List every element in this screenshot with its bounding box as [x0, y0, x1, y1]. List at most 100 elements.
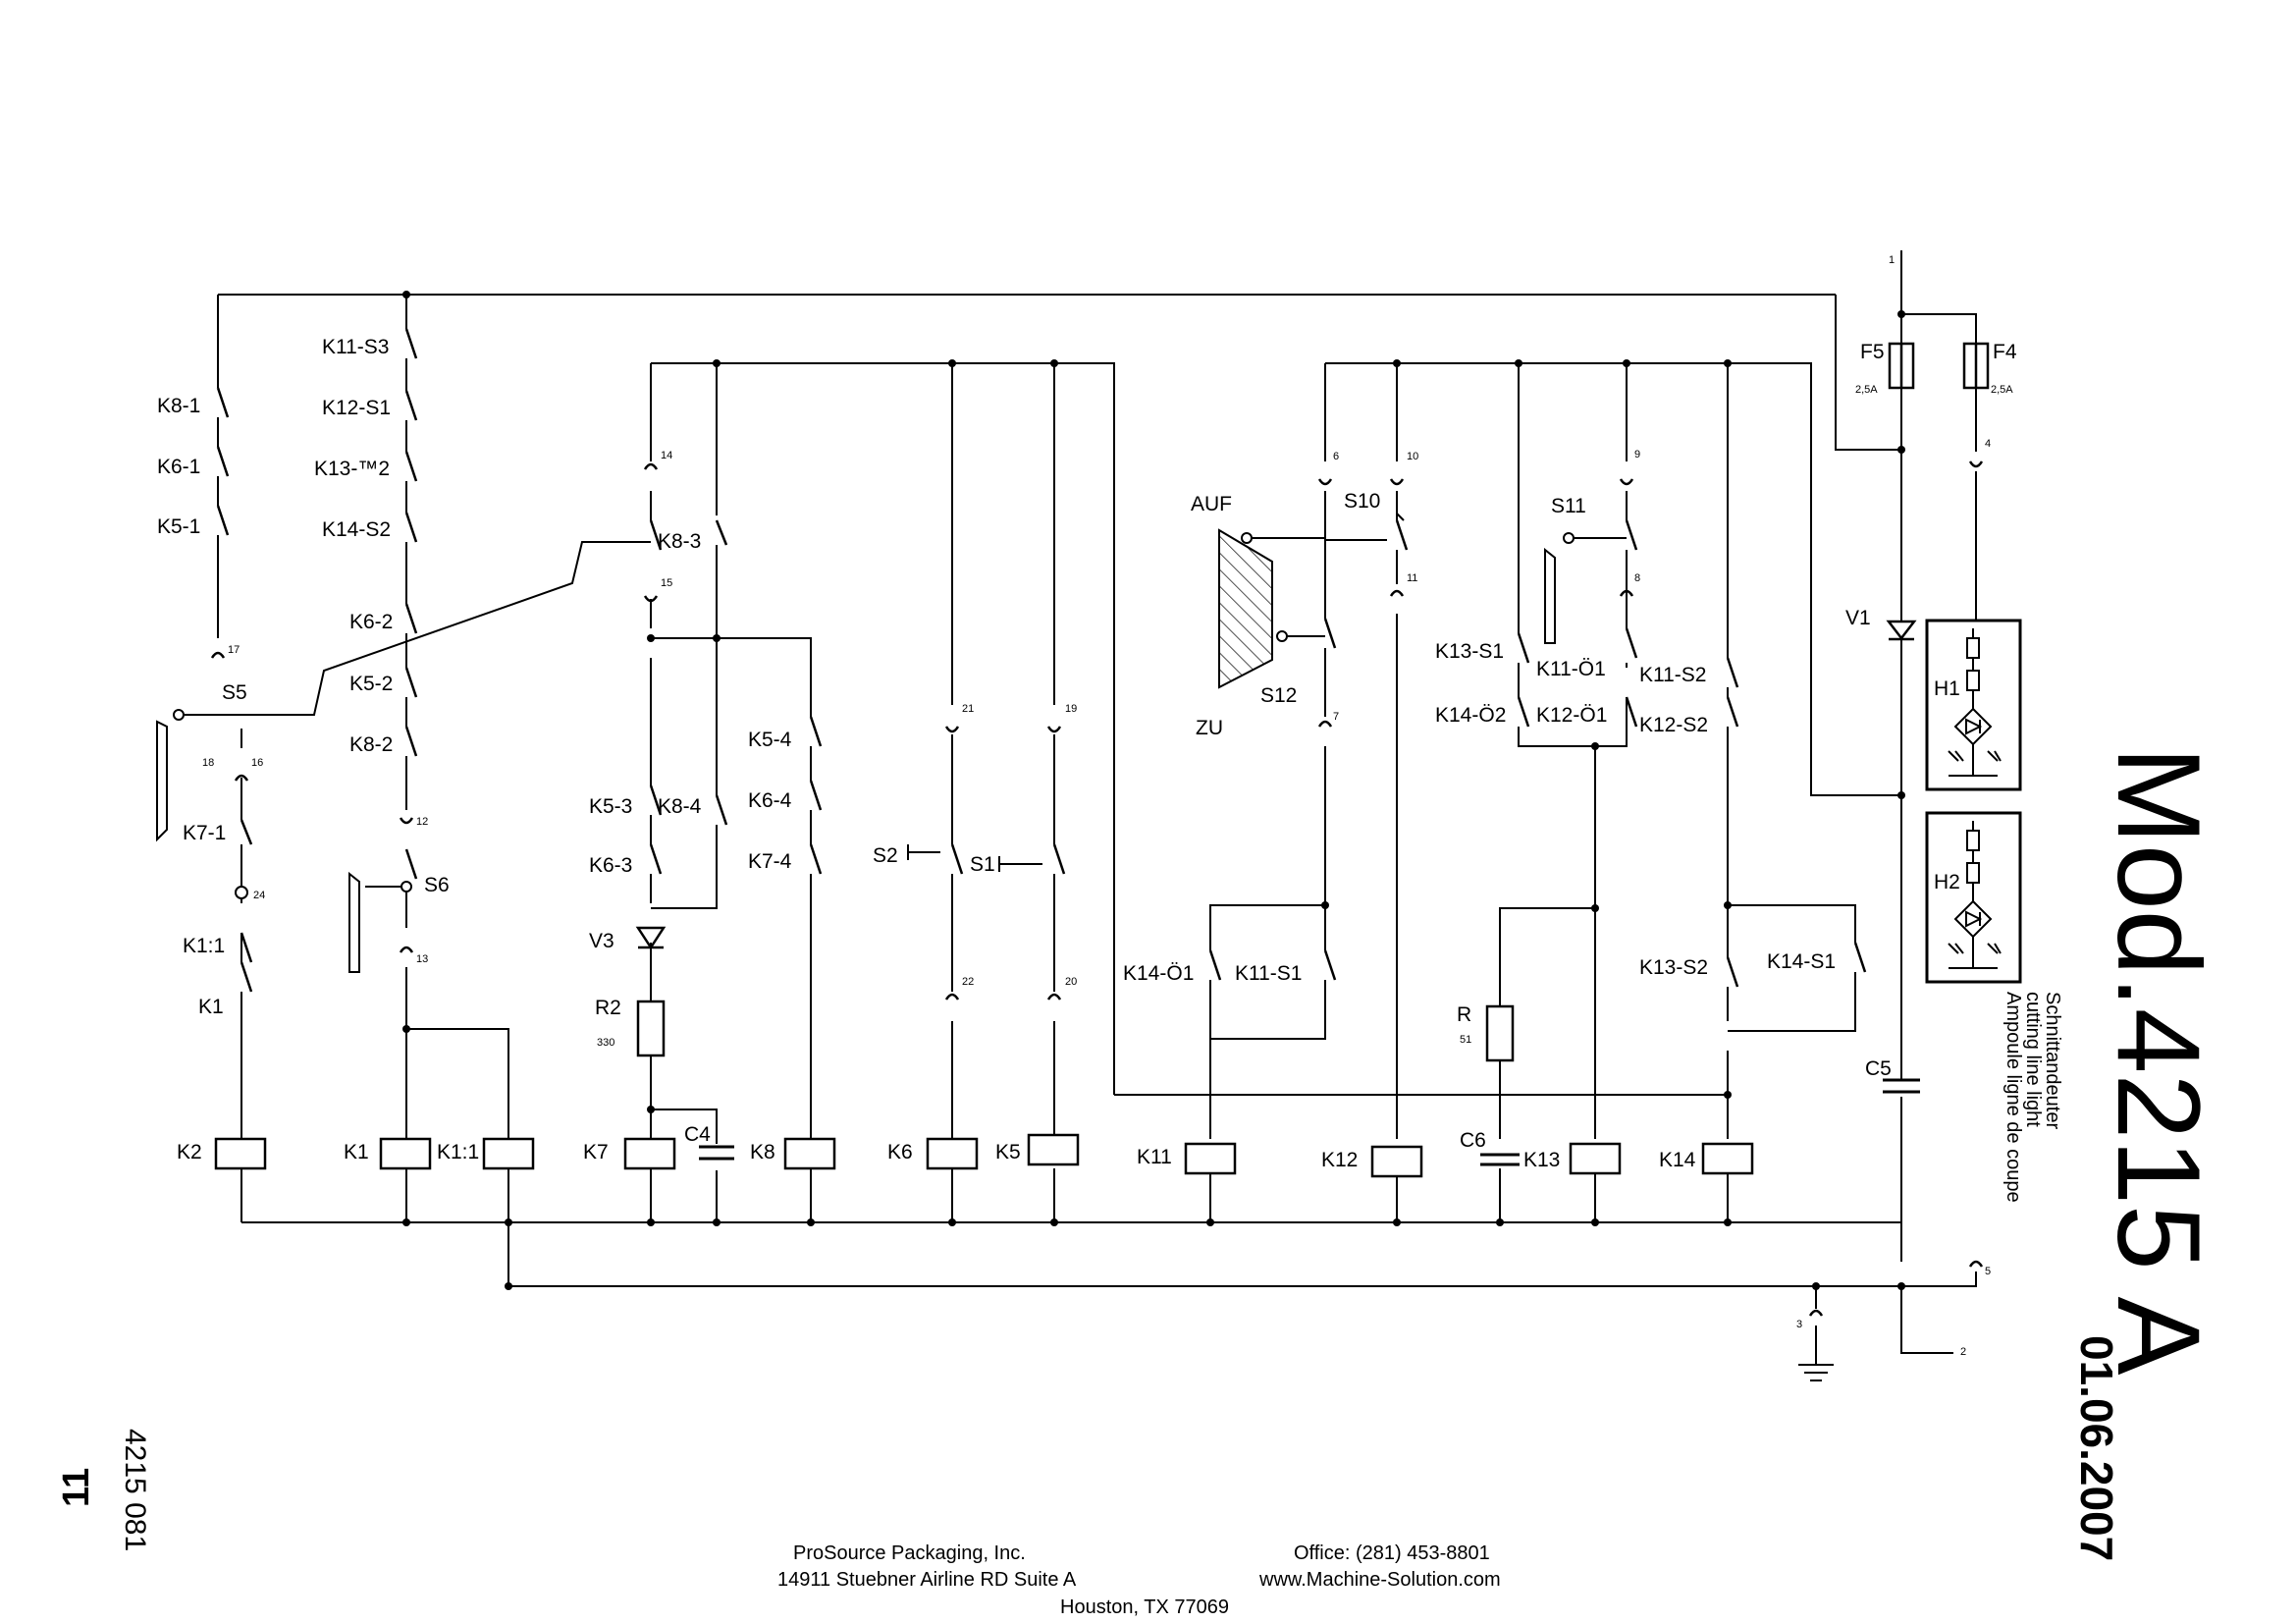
hatched-switch-cam [1218, 528, 1273, 689]
label-K8-1: K8-1 [157, 395, 200, 417]
label-F5: F5 [1860, 341, 1885, 363]
label-K11-S2: K11-S2 [1639, 664, 1707, 686]
label-K5-2: K5-2 [349, 673, 393, 695]
label-K12-S1: K12-S1 [322, 397, 391, 419]
label-K11-O1: K11-Ö1 [1536, 658, 1606, 680]
terminal-4-number: 4 [1985, 438, 1991, 450]
terminal-7-number: 7 [1333, 711, 1339, 723]
drawing-date: 01.06.2007 [2071, 1335, 2122, 1561]
label-R2-value: 330 [597, 1037, 614, 1049]
label-C6: C6 [1460, 1129, 1486, 1152]
label-AUF: AUF [1191, 493, 1232, 515]
label-K1-1: K1:1 [437, 1141, 479, 1163]
lamp-caption-line-1: Schnittandeuter [2042, 992, 2063, 1129]
model-title: Mod.4215 A [2093, 746, 2224, 1376]
label-F4: F4 [1993, 341, 2017, 363]
terminal-8-number: 8 [1634, 572, 1640, 584]
terminal-1-number: 1 [1889, 254, 1895, 266]
terminal-18-number: 18 [202, 757, 214, 769]
terminal-24-number: 24 [253, 890, 265, 901]
label-S1: S1 [970, 853, 995, 876]
label-H2: H2 [1934, 871, 1960, 893]
label-K12: K12 [1321, 1149, 1358, 1171]
label-R-value: 51 [1460, 1034, 1471, 1046]
label-K13-2: K13-™2 [314, 458, 390, 480]
label-K6: K6 [887, 1141, 913, 1163]
label-R: R [1457, 1003, 1471, 1026]
label-S11: S11 [1551, 495, 1586, 517]
component-labels: K8-1 K6-1 K5-1 S5 K7-1 K1:1 K1 K2 K11-S3… [157, 336, 2017, 1171]
label-K5: K5 [995, 1141, 1021, 1163]
label-K11-S1: K11-S1 [1235, 962, 1303, 985]
terminal-20-number: 20 [1065, 976, 1077, 988]
label-K6-1: K6-1 [157, 456, 200, 478]
label-K1-contact: K1 [198, 996, 224, 1018]
label-K7: K7 [583, 1141, 609, 1163]
footer-street: 14911 Stuebner Airline RD Suite A [777, 1569, 1077, 1591]
label-K14: K14 [1659, 1149, 1696, 1171]
label-C5: C5 [1865, 1057, 1892, 1080]
wiring [187, 250, 1977, 1381]
terminal-11-number: 11 [1407, 572, 1417, 584]
fuses [1888, 342, 1990, 390]
footer-city: Houston, TX 77069 [1060, 1596, 1229, 1618]
label-K5-3: K5-3 [589, 795, 632, 818]
terminal-22-number: 22 [962, 976, 974, 988]
label-H1: H1 [1934, 677, 1960, 700]
label-K11: K11 [1137, 1146, 1172, 1168]
footer-company: ProSource Packaging, Inc. [793, 1542, 1026, 1564]
label-K6-2: K6-2 [349, 611, 393, 633]
label-K14-O1: K14-Ö1 [1123, 962, 1194, 985]
label-K12-S2: K12-S2 [1639, 714, 1708, 736]
contacts [216, 328, 1867, 993]
diodes [635, 620, 1917, 950]
label-K13-S2: K13-S2 [1639, 956, 1708, 979]
label-K8-2: K8-2 [349, 733, 393, 756]
label-F4-value: 2,5A [1991, 384, 2013, 396]
terminal-12-number: 12 [416, 816, 428, 828]
switch-actuators [156, 513, 1627, 973]
terminal-6-number: 6 [1333, 451, 1339, 462]
lamp-modules [1925, 619, 2022, 984]
label-K1: K1 [344, 1141, 369, 1163]
relay-coils [214, 1133, 1754, 1178]
label-K14-S1: K14-S1 [1767, 950, 1836, 973]
label-K7-1: K7-1 [183, 822, 226, 844]
label-ZU: ZU [1196, 717, 1223, 739]
terminal-14-number: 14 [661, 450, 672, 461]
terminal-numbers: 1 2 3 4 5 6 7 8 9 10 11 12 13 14 15 16 1… [202, 254, 1991, 1358]
terminal-16-number: 16 [251, 757, 263, 769]
page-number: 11 [56, 1468, 97, 1507]
label-K13: K13 [1523, 1149, 1560, 1171]
label-K1-1-contact: K1:1 [183, 935, 225, 957]
label-S5: S5 [222, 681, 247, 704]
label-K8: K8 [750, 1141, 775, 1163]
terminal-21-number: 21 [962, 703, 974, 715]
label-K5-4: K5-4 [748, 729, 792, 751]
label-K14-S2: K14-S2 [322, 518, 391, 541]
lamp-caption-line-3: Ampoule ligne de coupe [2002, 992, 2024, 1203]
label-F5-value: 2,5A [1855, 384, 1878, 396]
label-S2: S2 [873, 844, 898, 867]
label-V1: V1 [1845, 607, 1871, 629]
lamp-caption-line-2: cutting line light [2022, 992, 2044, 1127]
terminal-13-number: 13 [416, 953, 428, 965]
label-R2: R2 [595, 997, 621, 1019]
terminal-5-number: 5 [1985, 1266, 1991, 1277]
label-K7-4: K7-4 [748, 850, 792, 873]
junctions [402, 291, 1905, 1290]
label-K6-4: K6-4 [748, 789, 792, 812]
document-number: 4215 081 [119, 1429, 151, 1551]
label-V3: V3 [589, 930, 614, 952]
footer-website: www.Machine-Solution.com [1258, 1569, 1501, 1591]
footer-office: Office: (281) 453-8801 [1294, 1542, 1490, 1564]
label-K8-3: K8-3 [658, 530, 701, 553]
label-K14-O2: K14-Ö2 [1435, 704, 1506, 727]
label-S6: S6 [424, 874, 450, 896]
terminal-2-number: 2 [1960, 1346, 1966, 1358]
footer: ProSource Packaging, Inc. 14911 Stuebner… [777, 1542, 1501, 1618]
label-C4: C4 [684, 1123, 711, 1146]
terminal-19-number: 19 [1065, 703, 1077, 715]
label-K5-1: K5-1 [157, 515, 200, 538]
